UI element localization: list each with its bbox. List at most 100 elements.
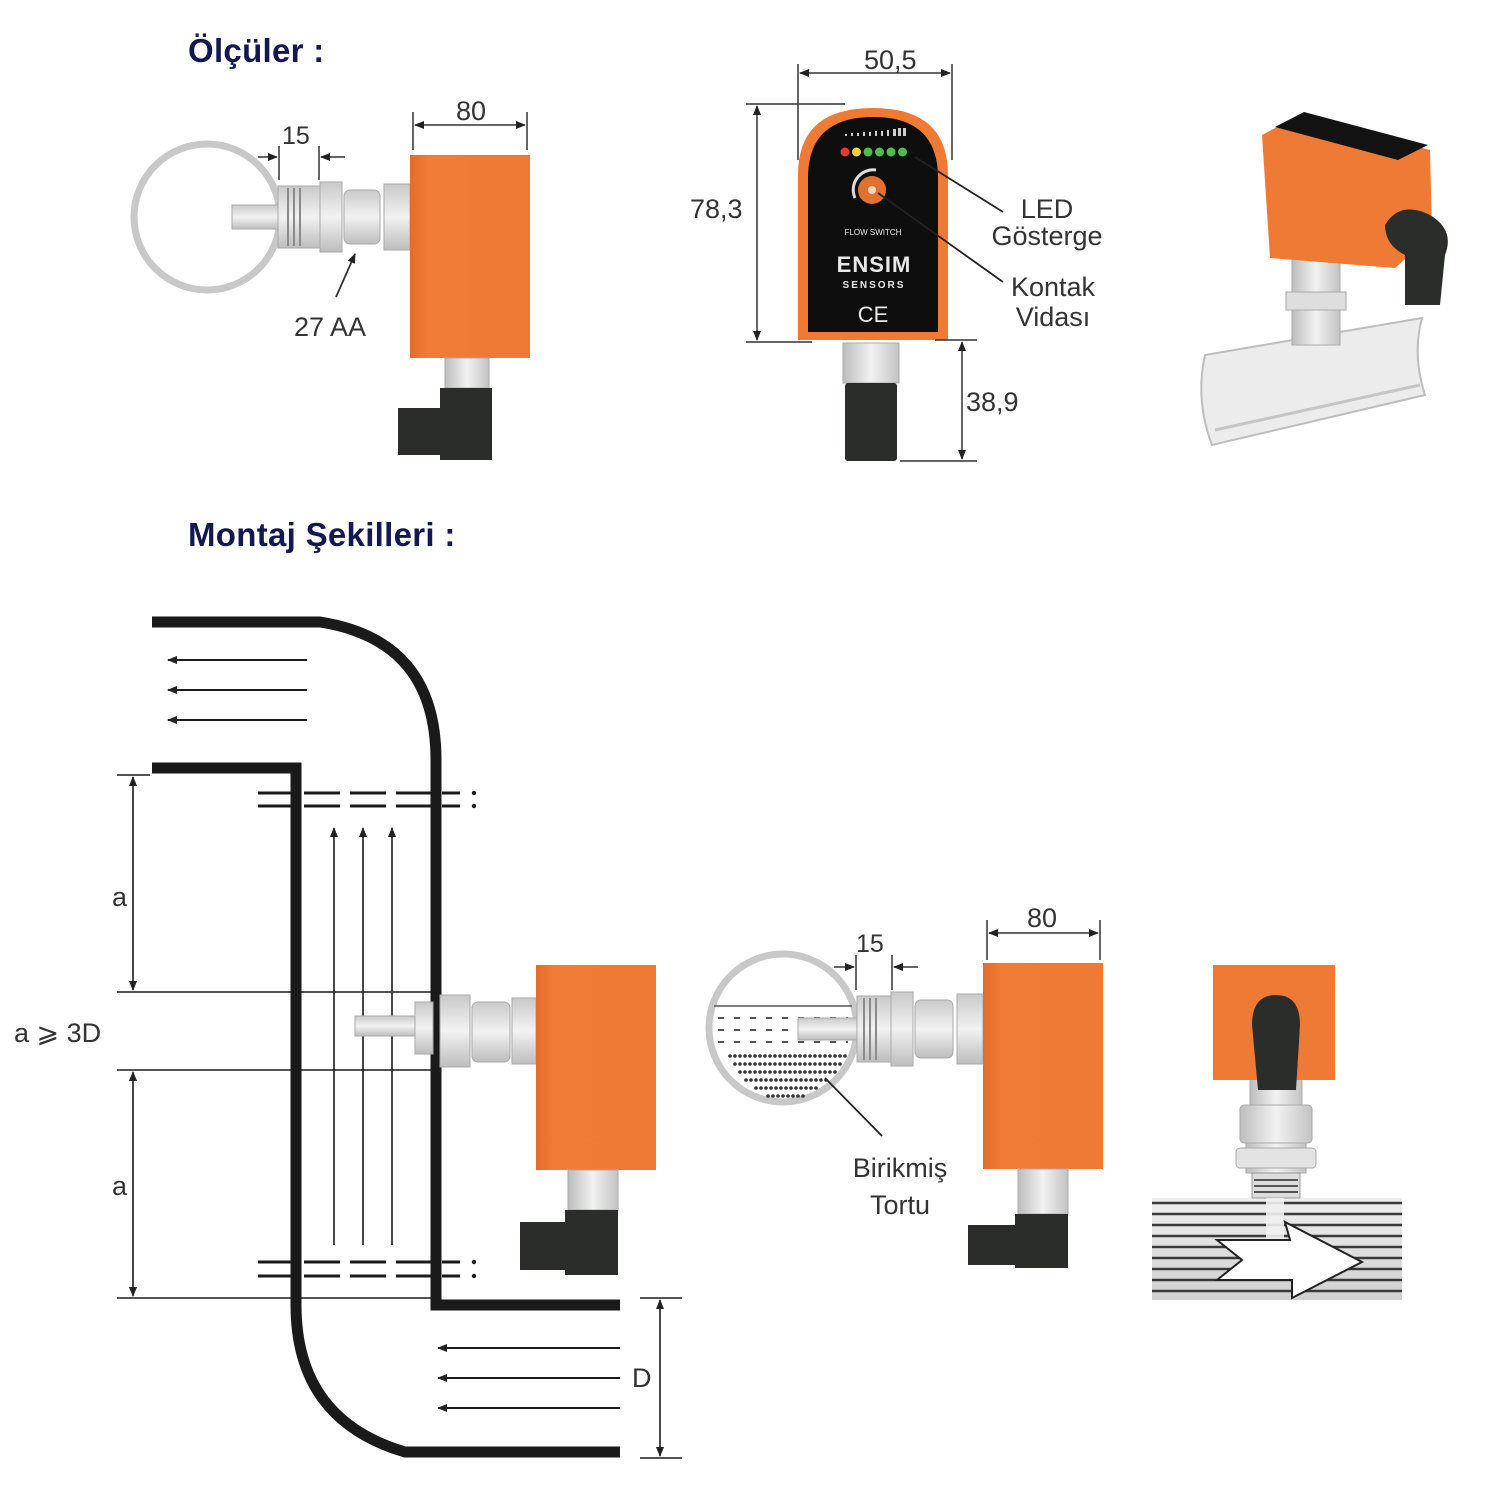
upper-elbow-inner-wall bbox=[152, 762, 620, 1458]
sediment-dot bbox=[796, 1094, 800, 1098]
reference-lines bbox=[117, 774, 682, 1459]
sediment-dot bbox=[766, 1094, 770, 1098]
sediment-dot bbox=[759, 1086, 763, 1090]
sediment-dot bbox=[778, 1062, 782, 1066]
sediment-dot bbox=[838, 1054, 842, 1058]
sediment-dot bbox=[798, 1054, 802, 1058]
led-leader bbox=[914, 156, 1004, 213]
break-lines-bottom bbox=[258, 1260, 460, 1278]
sediment-dot bbox=[783, 1070, 787, 1074]
sediment-dot bbox=[813, 1054, 817, 1058]
sediment-dot bbox=[744, 1078, 748, 1082]
elbow-pipe-diagram bbox=[117, 616, 682, 1459]
sediment-dot bbox=[784, 1078, 788, 1082]
sediment-dot bbox=[809, 1078, 813, 1082]
sediment-dot bbox=[764, 1078, 768, 1082]
sediment-dot bbox=[798, 1070, 802, 1074]
sediment-dot bbox=[743, 1062, 747, 1066]
sediment-dot bbox=[791, 1094, 795, 1098]
front-dim-width-label: 50,5 bbox=[864, 45, 917, 75]
sediment-dot bbox=[843, 1054, 847, 1058]
sediment-dot bbox=[828, 1062, 832, 1066]
sediment-dot bbox=[833, 1070, 837, 1074]
inline-connector bbox=[1252, 995, 1300, 1090]
sediment-dot bbox=[793, 1070, 797, 1074]
sediment-dot bbox=[763, 1070, 767, 1074]
iso-view-sensor bbox=[1200, 112, 1448, 447]
sediment-dot bbox=[794, 1086, 798, 1090]
sediment-dot bbox=[838, 1062, 842, 1066]
sediment-dot bbox=[783, 1062, 787, 1066]
sediment-callout-line2: Tortu bbox=[869, 1190, 931, 1220]
sediment-dot bbox=[828, 1054, 832, 1058]
sediment-dot bbox=[754, 1078, 758, 1082]
sediment-dot bbox=[809, 1086, 813, 1090]
nut-leader bbox=[335, 253, 356, 298]
sediment-dot bbox=[748, 1062, 752, 1066]
side-view-sensor bbox=[130, 112, 530, 460]
sediment-dot bbox=[758, 1054, 762, 1058]
sediment-dot bbox=[818, 1054, 822, 1058]
sediment-dot bbox=[788, 1062, 792, 1066]
sediment-dot bbox=[808, 1054, 812, 1058]
dimension-arrows bbox=[129, 776, 664, 1457]
sediment-dot bbox=[753, 1070, 757, 1074]
sediment-dot bbox=[803, 1054, 807, 1058]
sediment-dot bbox=[804, 1086, 808, 1090]
sediment-dot bbox=[728, 1054, 732, 1058]
screw-callout-line2: Vidası bbox=[1015, 302, 1091, 332]
sediment-dot bbox=[814, 1086, 818, 1090]
screw-callout: Kontak Vidası bbox=[1000, 274, 1106, 331]
sediment-dot bbox=[749, 1078, 753, 1082]
sediment-dot bbox=[753, 1054, 757, 1058]
sediment-dot bbox=[833, 1054, 837, 1058]
sediment-dot bbox=[769, 1078, 773, 1082]
side-dim-80-label: 80 bbox=[456, 96, 487, 126]
sediment-dot bbox=[748, 1070, 752, 1074]
sediment-dot bbox=[773, 1062, 777, 1066]
flow-arrows-bottom bbox=[437, 1344, 620, 1412]
sediment-dot bbox=[823, 1070, 827, 1074]
sediment-dot bbox=[808, 1062, 812, 1066]
iso-connector bbox=[1385, 209, 1448, 305]
led-dot bbox=[840, 147, 850, 157]
sediment-dot bbox=[781, 1094, 785, 1098]
sediment-orange-housing bbox=[983, 963, 1103, 1169]
hex-nut-27aa bbox=[343, 189, 381, 245]
sediment-dot bbox=[793, 1062, 797, 1066]
sediment-dot bbox=[798, 1062, 802, 1066]
sediment-dot bbox=[803, 1070, 807, 1074]
sediment-dot bbox=[758, 1062, 762, 1066]
iso-top-face bbox=[1275, 112, 1428, 160]
sediment-dot bbox=[779, 1078, 783, 1082]
screw-callout-line1: Kontak bbox=[1010, 272, 1096, 302]
upper-elbow-outer-wall bbox=[152, 616, 620, 1311]
fluid-dashes bbox=[718, 1017, 848, 1043]
hex-nut-1 bbox=[319, 181, 343, 253]
sediment-dim-15-label: 15 bbox=[856, 930, 884, 958]
sediment-dot bbox=[778, 1054, 782, 1058]
sediment-dot bbox=[769, 1086, 773, 1090]
led-callout-line2: Gösterge bbox=[991, 221, 1103, 251]
break-lines-top bbox=[258, 791, 460, 808]
elbow-orange-housing bbox=[536, 965, 656, 1170]
sediment-callout-line1: Birikmiş bbox=[852, 1153, 948, 1183]
brand-logo: ENSIM bbox=[837, 252, 912, 277]
sediment-dot bbox=[803, 1062, 807, 1066]
sediment-dot bbox=[833, 1062, 837, 1066]
front-dim-connector-label: 38,9 bbox=[966, 387, 1019, 417]
thread-lines bbox=[287, 188, 301, 246]
sediment-dot bbox=[814, 1078, 818, 1082]
sediment-dot bbox=[801, 1094, 805, 1098]
screw-scale-arc bbox=[851, 168, 877, 199]
sediment-dot bbox=[819, 1078, 823, 1082]
sediment-dot bbox=[823, 1054, 827, 1058]
sediment-dot bbox=[779, 1086, 783, 1090]
sediment-dot bbox=[754, 1086, 758, 1090]
sediment-dot bbox=[808, 1070, 812, 1074]
side-dim-15-label: 15 bbox=[282, 122, 310, 150]
led-callout: LED Gösterge bbox=[985, 196, 1109, 250]
sediment-dot bbox=[786, 1094, 790, 1098]
sediment-dot bbox=[768, 1054, 772, 1058]
